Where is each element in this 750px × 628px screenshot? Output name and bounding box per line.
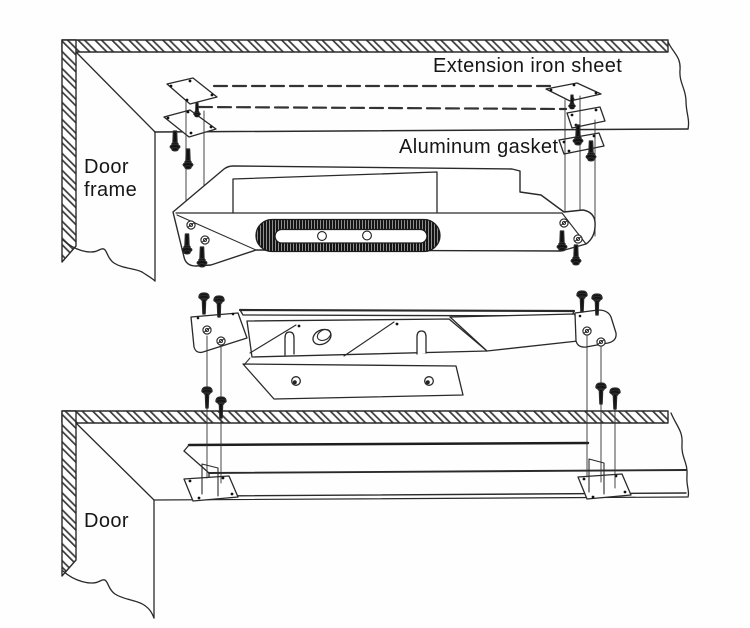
door-frame-section xyxy=(61,39,690,282)
bracket-fold-line xyxy=(249,324,297,354)
label-extension-iron-sheet: Extension iron sheet xyxy=(433,55,623,77)
mounting-foot xyxy=(183,475,239,502)
door-corner-edge xyxy=(75,422,155,501)
door-cut-hatch-top xyxy=(61,410,669,424)
bracket-left-flange xyxy=(190,312,248,354)
door-cut-hatch-left xyxy=(61,410,77,577)
screw xyxy=(198,292,210,315)
extension-iron-sheet-assembly xyxy=(163,77,606,237)
washer-screw xyxy=(202,325,212,335)
armature-plate-assembly xyxy=(183,441,687,502)
frame-cut-hatch-left xyxy=(61,39,77,263)
bracket-right-flange xyxy=(574,309,617,348)
maglock-body xyxy=(172,165,596,268)
washer-screw xyxy=(186,220,196,230)
door-break-wavy-right xyxy=(670,412,690,498)
wire-hole-inner xyxy=(316,328,332,342)
apron-hole-shadow xyxy=(292,380,297,385)
locating-pin xyxy=(416,330,427,355)
door-break-wavy-left xyxy=(62,570,155,619)
washer-screw xyxy=(582,326,592,336)
mounting-hole xyxy=(317,231,327,241)
frame-break-wavy-right xyxy=(667,41,690,130)
locating-pin xyxy=(284,331,295,356)
frame-break-wavy-left xyxy=(62,239,156,282)
hidden-sheet-dashed-bottom xyxy=(197,105,568,111)
bracket-fold-line xyxy=(343,321,395,357)
mounting-foot-upright xyxy=(588,458,605,495)
foot-screw-holes xyxy=(188,474,627,500)
armature-back-edge xyxy=(187,441,590,447)
washer-screw xyxy=(559,218,569,228)
magnet-pole-slot xyxy=(274,228,428,244)
washer-screw xyxy=(216,336,226,346)
hole-mark xyxy=(231,312,235,316)
hole-mark xyxy=(196,316,200,320)
washer-screw xyxy=(596,337,606,347)
armature-front-top-edge xyxy=(208,469,687,474)
label-door: Door xyxy=(84,510,129,532)
gasket-plate xyxy=(166,77,218,105)
screw xyxy=(609,387,621,410)
bracket-top-edge xyxy=(238,308,576,313)
frame-cut-hatch-top xyxy=(61,39,669,53)
armature-left-cap xyxy=(183,444,190,452)
washer-screw xyxy=(200,235,210,245)
mounting-hole xyxy=(362,230,372,241)
screw xyxy=(201,386,213,409)
hole-mark xyxy=(297,324,301,328)
mounting-foot-upright xyxy=(201,463,219,497)
bracket-front-apron xyxy=(242,363,464,400)
label-aluminum-gasket: Aluminum gasket xyxy=(399,136,559,158)
screw xyxy=(182,148,194,170)
zl-bracket xyxy=(190,308,617,400)
screw xyxy=(576,290,588,313)
screw xyxy=(169,130,181,152)
hole-mark xyxy=(578,314,582,318)
bracket-edge-connector xyxy=(243,357,251,366)
frame-underside-edge xyxy=(154,128,689,133)
frame-corner-edge xyxy=(75,51,156,133)
washer-screw xyxy=(573,234,583,244)
bracket-recess-face xyxy=(246,318,488,358)
screw xyxy=(193,102,201,118)
door-section xyxy=(61,410,690,619)
gasket-plate xyxy=(163,109,217,138)
label-door-frame: Door frame xyxy=(84,156,138,202)
apron-hole-shadow xyxy=(425,380,430,385)
armature-left-cap xyxy=(183,450,210,474)
hole-mark xyxy=(395,322,399,326)
gasket-plate xyxy=(566,106,606,129)
maglock-housing-recess xyxy=(232,171,438,214)
screw xyxy=(595,382,607,405)
gasket-plate xyxy=(545,82,602,102)
